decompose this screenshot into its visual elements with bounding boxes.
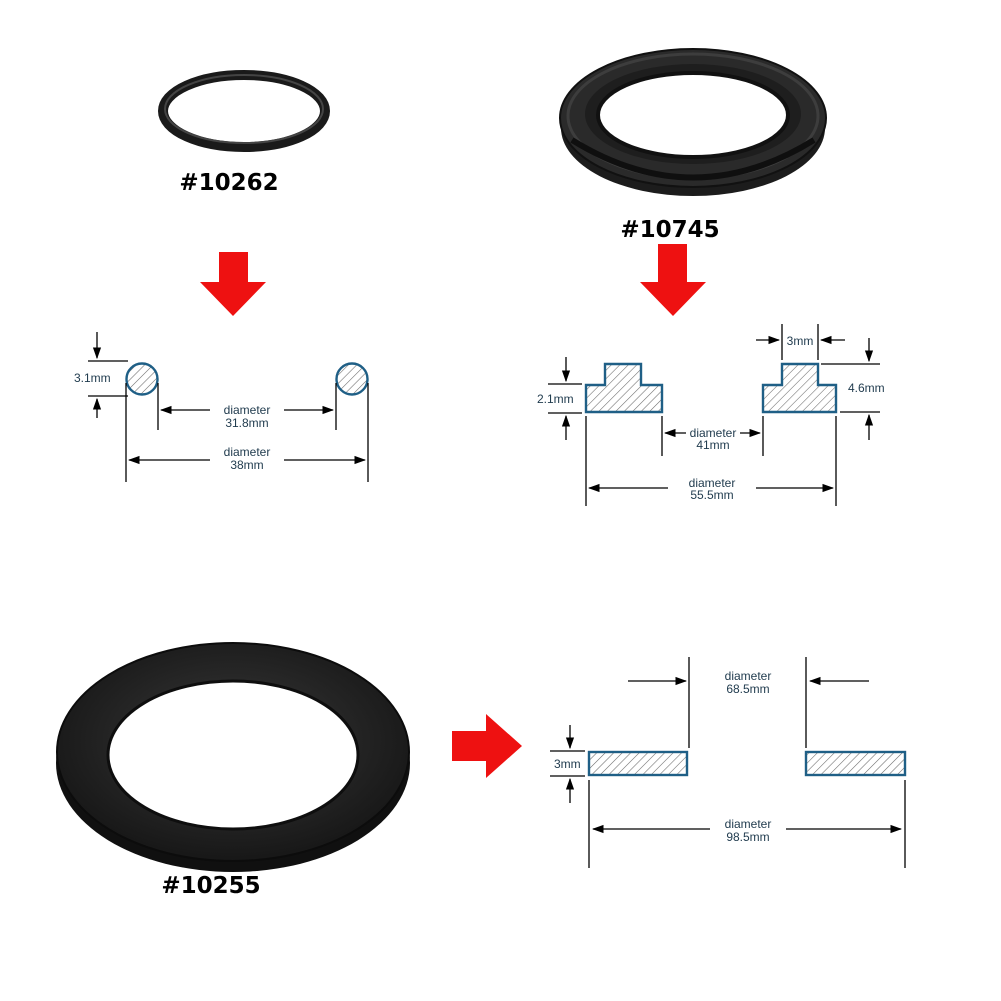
thickness-label-10262: 3.1mm [74, 371, 111, 385]
outer-diameter-caption-10745: diameter [689, 476, 736, 490]
inner-diameter-value-10255: 68.5mm [726, 682, 769, 696]
stepped-gasket-10745-photo [559, 48, 827, 196]
part-number-10262: #10262 [179, 170, 278, 196]
part-number-10255: #10255 [161, 873, 260, 899]
part-10262: #10262 3.1mm diameter 31.8mm [74, 70, 369, 482]
step-width-label-10745: 3mm [787, 334, 814, 348]
outer-diameter-caption-10255: diameter [725, 817, 772, 831]
flat-washer-10255-photo [56, 642, 410, 872]
base-thickness-label-10745: 2.1mm [537, 392, 574, 406]
o-ring-10262-photo [158, 70, 330, 152]
thickness-label-10255: 3mm [554, 757, 581, 771]
inner-diameter-value-10262: 31.8mm [225, 416, 268, 430]
cross-section-10745: 2.1mm 3mm 4.6mm diameter 41mm [537, 324, 885, 506]
cross-section-10255: 3mm diameter 68.5mm diameter 98.5mm [550, 657, 907, 868]
red-right-arrow [452, 714, 522, 778]
red-down-arrow-1 [200, 252, 266, 316]
inner-diameter-caption-10745: diameter [690, 426, 737, 440]
outer-diameter-caption-10262: diameter [224, 445, 271, 459]
outer-diameter-value-10262: 38mm [230, 458, 263, 472]
total-height-label-10745: 4.6mm [848, 381, 885, 395]
inner-diameter-caption-10255: diameter [725, 669, 772, 683]
outer-diameter-value-10745: 55.5mm [690, 488, 733, 502]
part-number-10745: #10745 [620, 217, 719, 243]
inner-diameter-value-10745: 41mm [696, 438, 729, 452]
part-10255: #10255 3mm diameter 68.5mm [56, 642, 907, 899]
cross-section-10262: 3.1mm diameter 31.8mm diameter 38mm [74, 332, 369, 482]
part-10745: #10745 2.1mm 3mm 4.6mm [537, 48, 885, 506]
outer-diameter-value-10255: 98.5mm [726, 830, 769, 844]
inner-diameter-caption-10262: diameter [224, 403, 271, 417]
red-down-arrow-2 [640, 244, 706, 316]
